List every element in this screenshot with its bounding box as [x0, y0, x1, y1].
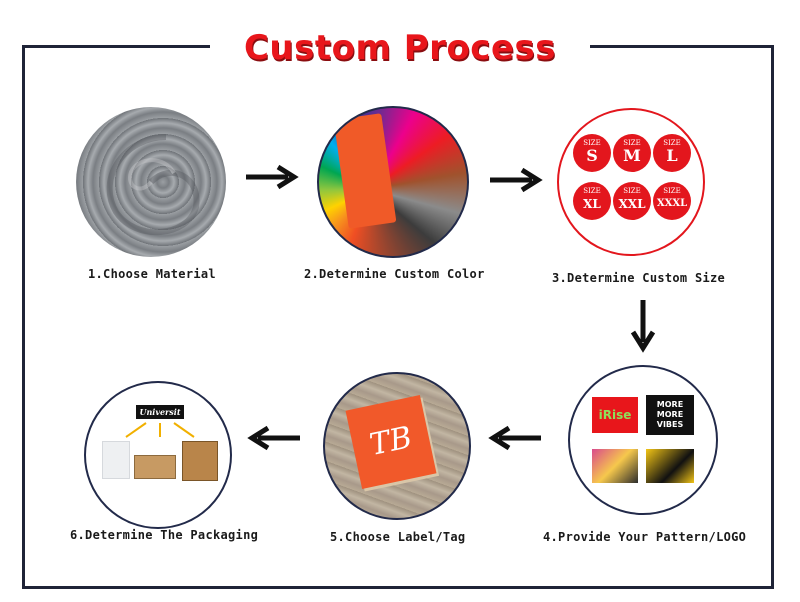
page-title: Custom Process [243, 28, 556, 68]
step-5-image-tag: TB [323, 372, 471, 520]
arrow-right-icon [246, 164, 299, 190]
step-2-label: 2.Determine Custom Color [304, 267, 485, 281]
step-6-label: 6.Determine The Packaging [70, 528, 259, 542]
step-1-image-fabric [76, 107, 226, 257]
step-3-label: 3.Determine Custom Size [552, 271, 726, 285]
arrow-right-icon [490, 167, 543, 193]
step-5-label: 5.Choose Label/Tag [330, 530, 466, 544]
packaging-bag [102, 441, 130, 479]
packaging-arrows-icon [125, 422, 195, 438]
arrow-left-icon [247, 425, 300, 451]
pattern-art-2 [646, 449, 694, 483]
title-area: Custom Process [210, 18, 590, 78]
packaging-box [182, 441, 218, 481]
pattern-irise: iRise [592, 397, 638, 433]
arrow-down-icon [630, 300, 656, 353]
step-6-image-packaging: Universit [84, 381, 232, 529]
packaging-box-flat [134, 455, 176, 479]
pattern-art-1 [592, 449, 638, 483]
step-1-label: 1.Choose Material [88, 267, 216, 281]
step-4-label: 4.Provide Your Pattern/LOGO [543, 530, 747, 544]
step-4-image-patterns: iRise MORE MORE VIBES [568, 365, 718, 515]
packaging-brand: Universit [136, 405, 184, 419]
tag-label: TB [345, 394, 437, 490]
pattern-slogan: MORE MORE VIBES [646, 395, 694, 435]
step-2-image-color-fan [317, 106, 469, 258]
arrow-left-icon [488, 425, 541, 451]
